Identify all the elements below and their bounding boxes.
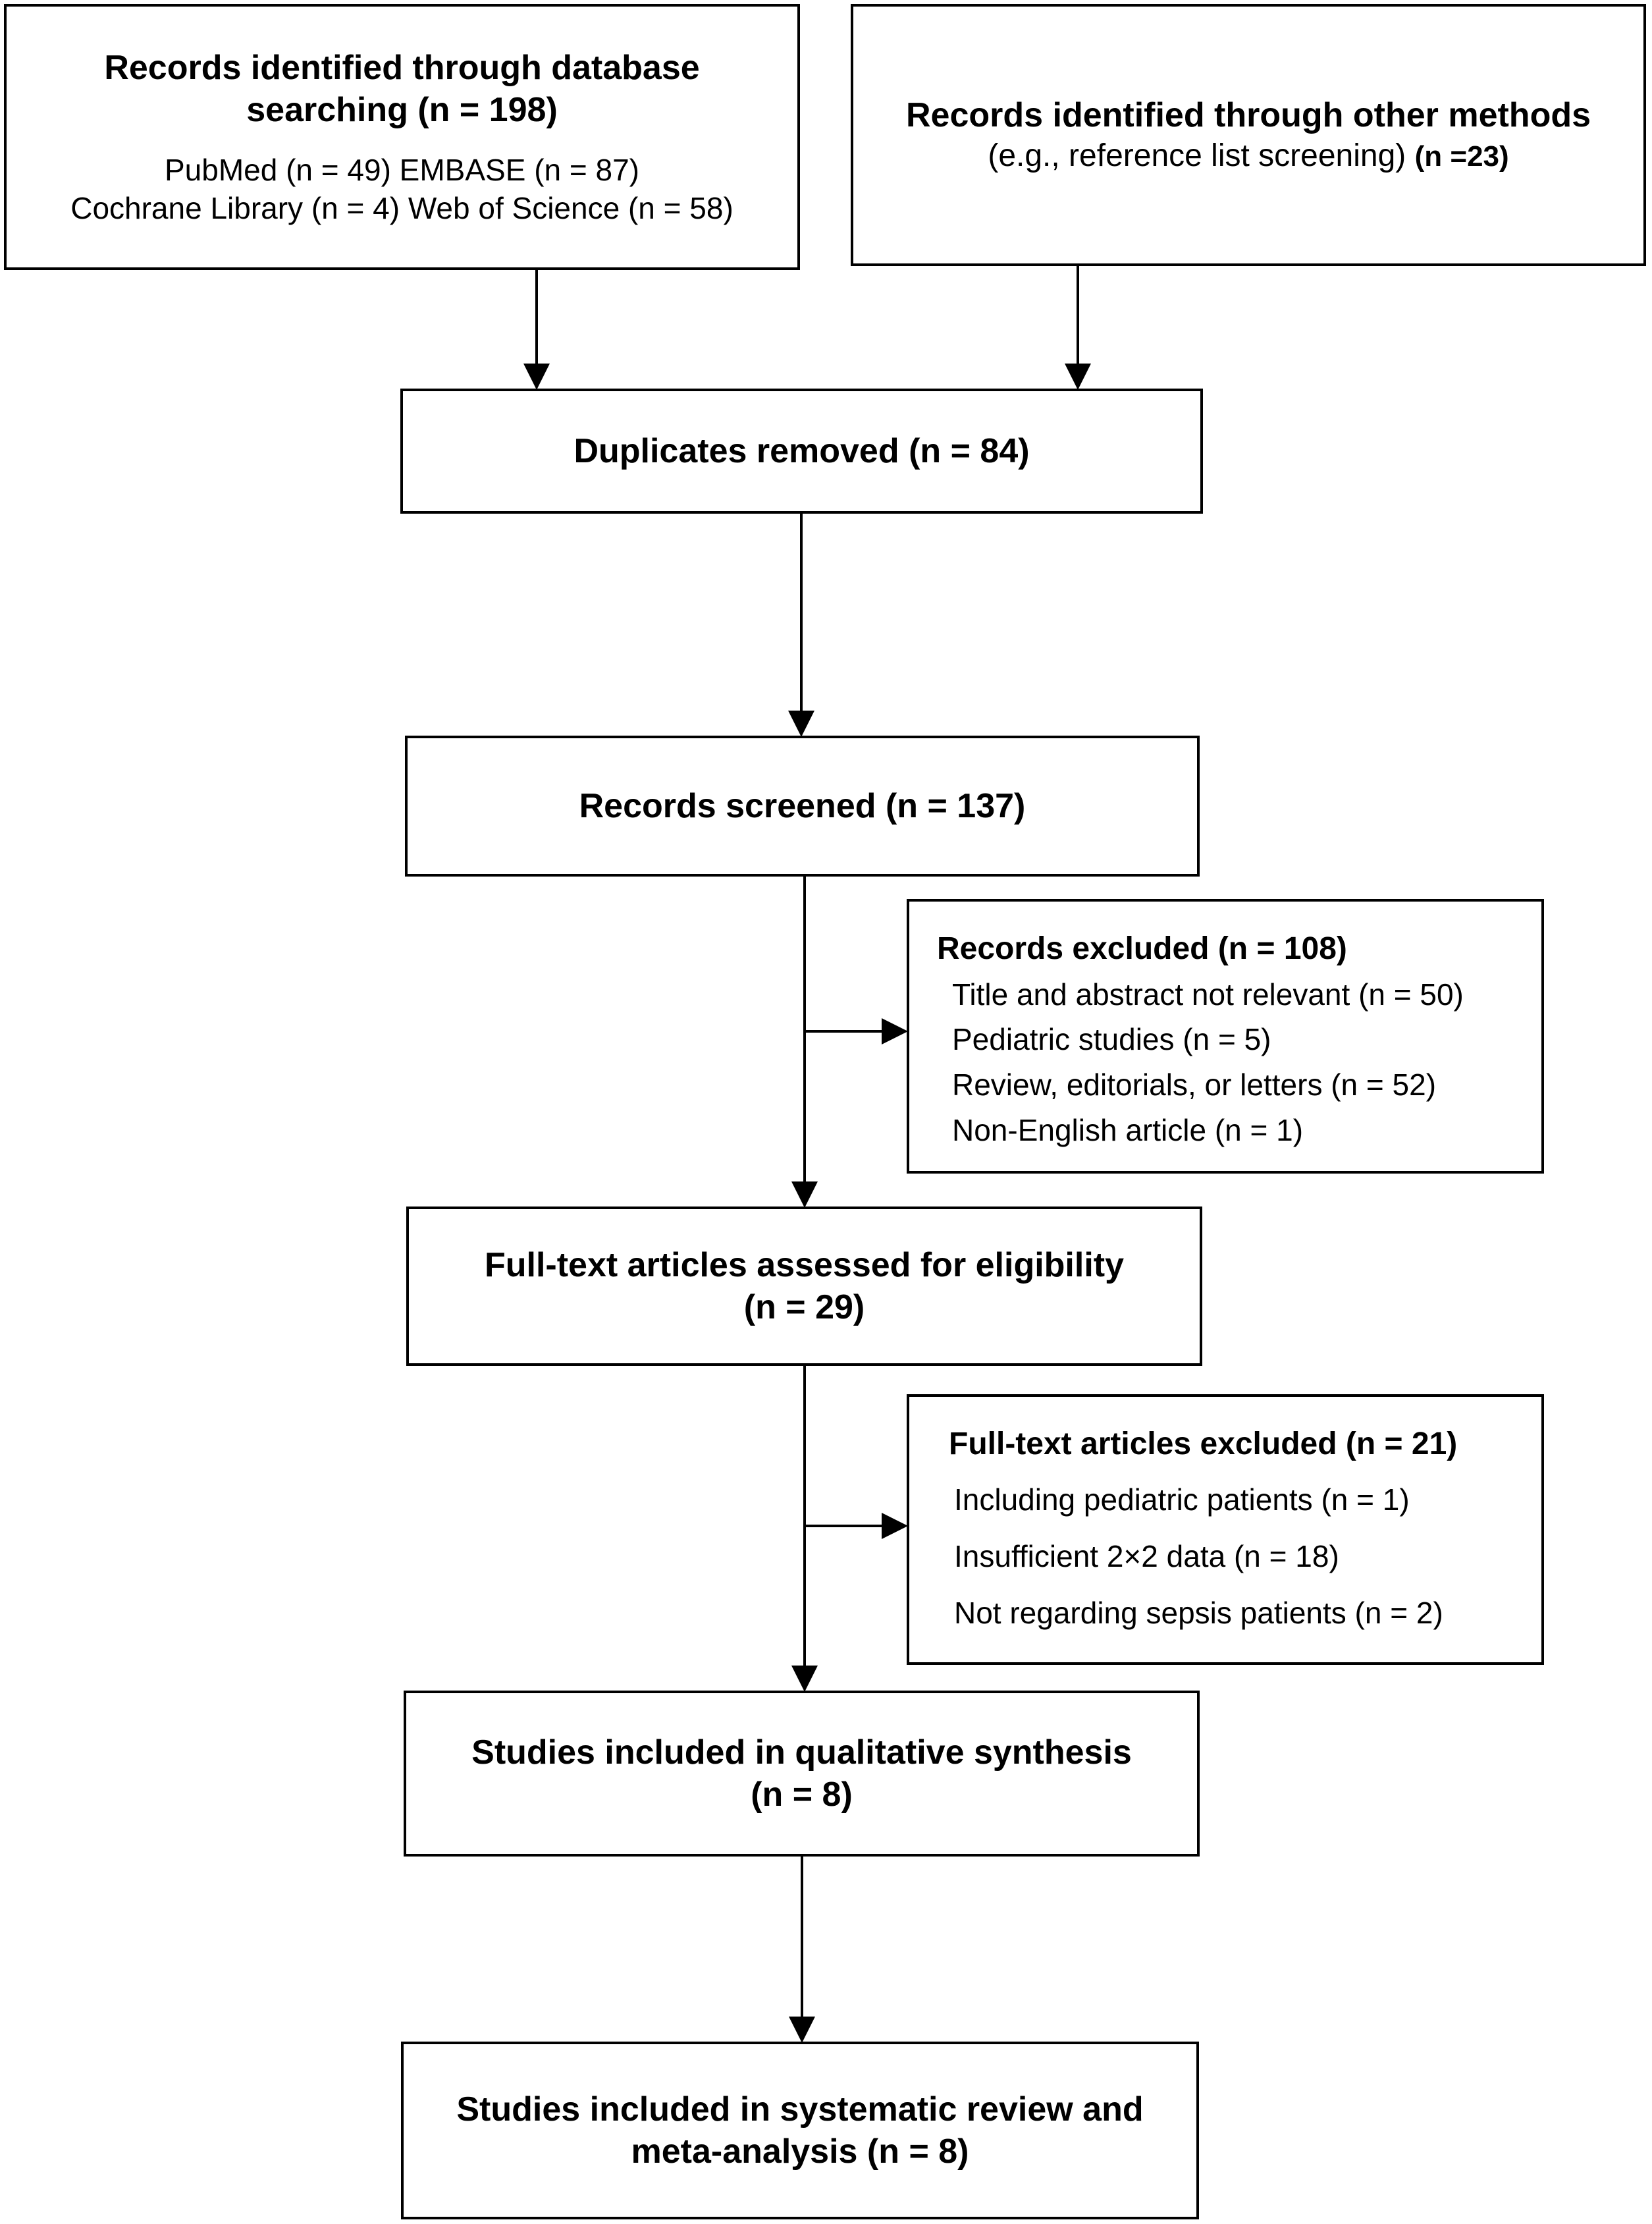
qualitative-synthesis-title-line2: (n = 8) [751, 1776, 853, 1814]
duplicates-removed-box: Duplicates removed (n = 84) [400, 389, 1203, 514]
qualitative-synthesis-box: Studies included in qualitative synthesi… [404, 1691, 1200, 1857]
records-excluded-box: Records excluded (n = 108) Title and abs… [907, 899, 1544, 1174]
records-excluded-title: Records excluded (n = 108) [937, 931, 1347, 966]
qualitative-synthesis-title-line1: Studies included in qualitative synthesi… [471, 1733, 1132, 1772]
meta-analysis-title-line2: meta-analysis (n = 8) [631, 2132, 969, 2171]
records-screened-box: Records screened (n = 137) [405, 736, 1200, 877]
fulltext-excluded-box: Full-text articles excluded (n = 21) Inc… [907, 1394, 1544, 1665]
fulltext-assessed-title-line2: (n = 29) [743, 1288, 865, 1326]
database-search-box: Records identified through database sear… [4, 4, 800, 270]
database-search-title-line2: searching (n = 198) [246, 91, 558, 129]
database-search-title-line1: Records identified through database [104, 49, 700, 87]
meta-analysis-box: Studies included in systematic review an… [401, 2042, 1199, 2219]
other-methods-box: Records identified through other methods… [851, 4, 1646, 266]
meta-analysis-title-line1: Studies included in systematic review an… [456, 2090, 1144, 2129]
records-excluded-item: Non-English article (n = 1) [952, 1113, 1304, 1147]
fulltext-assessed-title-line1: Full-text articles assessed for eligibil… [484, 1246, 1124, 1284]
fulltext-excluded-title: Full-text articles excluded (n = 21) [949, 1426, 1458, 1461]
other-methods-title: Records identified through other methods [905, 95, 1591, 134]
fulltext-excluded-item: Insufficient 2×2 data (n = 18) [954, 1539, 1339, 1573]
fulltext-assessed-box: Full-text articles assessed for eligibil… [406, 1207, 1202, 1366]
other-methods-subtitle: (e.g., reference list screening) (n =23) [988, 136, 1508, 176]
other-methods-subtitle-text: (e.g., reference list screening) [988, 138, 1406, 173]
records-excluded-item: Review, editorials, or letters (n = 52) [952, 1068, 1437, 1102]
other-methods-count: (n =23) [1414, 140, 1509, 173]
duplicates-removed-title: Duplicates removed (n = 84) [573, 432, 1030, 470]
records-excluded-item: Title and abstract not relevant (n = 50) [952, 977, 1464, 1012]
database-sources-line1: PubMed (n = 49) EMBASE (n = 87) [164, 153, 640, 187]
database-sources-line2: Cochrane Library (n = 4) Web of Science … [70, 191, 733, 225]
fulltext-excluded-item: Including pediatric patients (n = 1) [954, 1482, 1410, 1517]
records-excluded-item: Pediatric studies (n = 5) [952, 1022, 1271, 1056]
records-screened-title: Records screened (n = 137) [579, 787, 1026, 825]
fulltext-excluded-item: Not regarding sepsis patients (n = 2) [954, 1596, 1443, 1630]
